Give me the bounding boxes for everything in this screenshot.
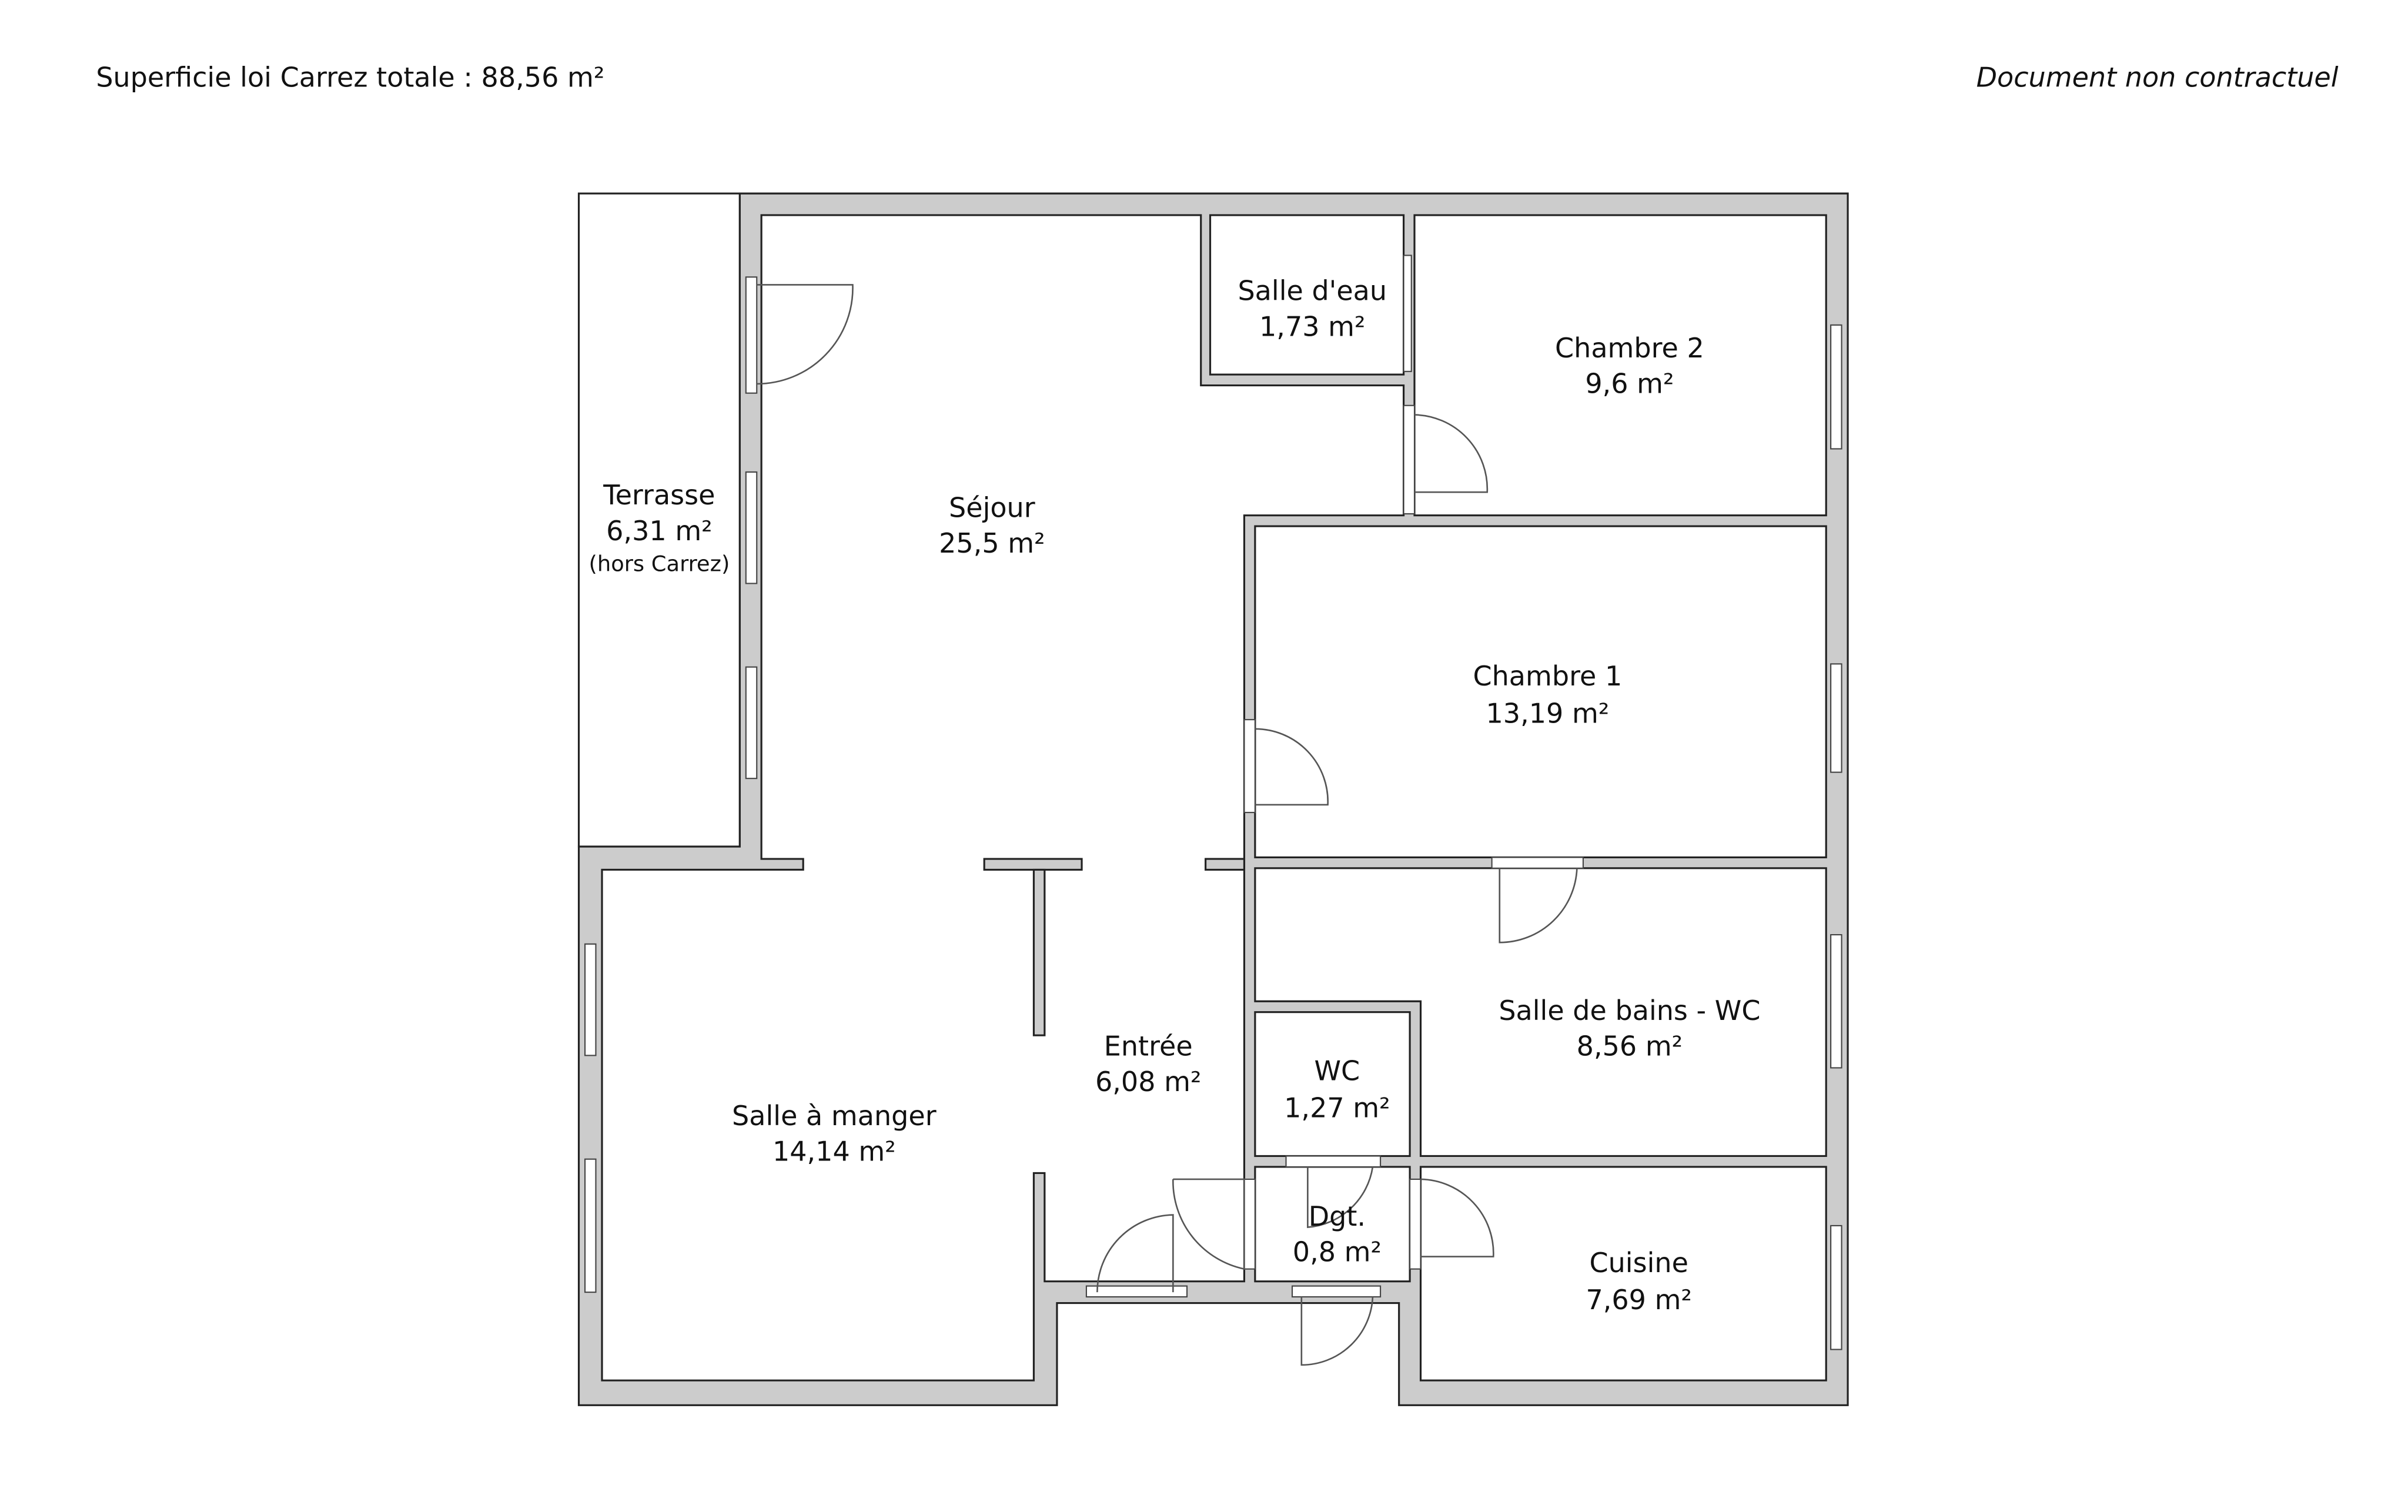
terrasse-note: (hors Carrez) [588,551,730,576]
entree-area: 6,08 m² [1095,1066,1201,1098]
chambre1-name: Chambre 1 [1473,660,1622,692]
dgt-area: 0,8 m² [1293,1236,1382,1267]
cuisine-name: Cuisine [1589,1247,1688,1279]
terrasse-area: 6,31 m² [606,515,712,547]
room-cuisine [1419,1166,1827,1381]
sdb-area: 8,56 m² [1577,1030,1683,1062]
room-terrasse [577,192,741,848]
wall-stub [1032,868,1046,1036]
chambre2-name: Chambre 2 [1555,332,1704,364]
total-area-label: Superficie loi Carrez totale : 88,56 m² [96,61,604,93]
wall-stub [1205,858,1246,871]
sejour-area: 25,5 m² [939,527,1045,559]
salle-manger-name: Salle à manger [732,1100,937,1132]
cuisine-area: 7,69 m² [1586,1284,1691,1316]
room-salle-eau [1209,214,1405,376]
dgt-name: Dgt. [1309,1200,1366,1232]
wc-name: WC [1315,1055,1360,1086]
terrasse-name: Terrasse [603,479,715,511]
chambre1-area: 13,19 m² [1486,697,1610,729]
sejour-name: Séjour [949,491,1035,523]
doors [757,284,1578,1366]
entree-name: Entrée [1104,1030,1193,1062]
room-chambre2 [1413,214,1827,517]
room-sejour-entree-salle-a-manger [601,214,1405,1381]
disclaimer: Document non contractuel [1976,61,2339,93]
wc-area: 1,27 m² [1284,1092,1390,1124]
salle-eau-area: 1,73 m² [1259,310,1365,342]
wall-stub [983,858,1083,871]
chambre2-area: 9,6 m² [1585,368,1674,400]
salle-manger-area: 14,14 m² [772,1135,896,1167]
room-wc [1254,1011,1411,1158]
sdb-name: Salle de bains - WC [1499,995,1760,1026]
room-chambre1 [1254,525,1827,859]
room-sdb [1254,867,1827,1158]
salle-eau-name: Salle d'eau [1238,275,1387,307]
